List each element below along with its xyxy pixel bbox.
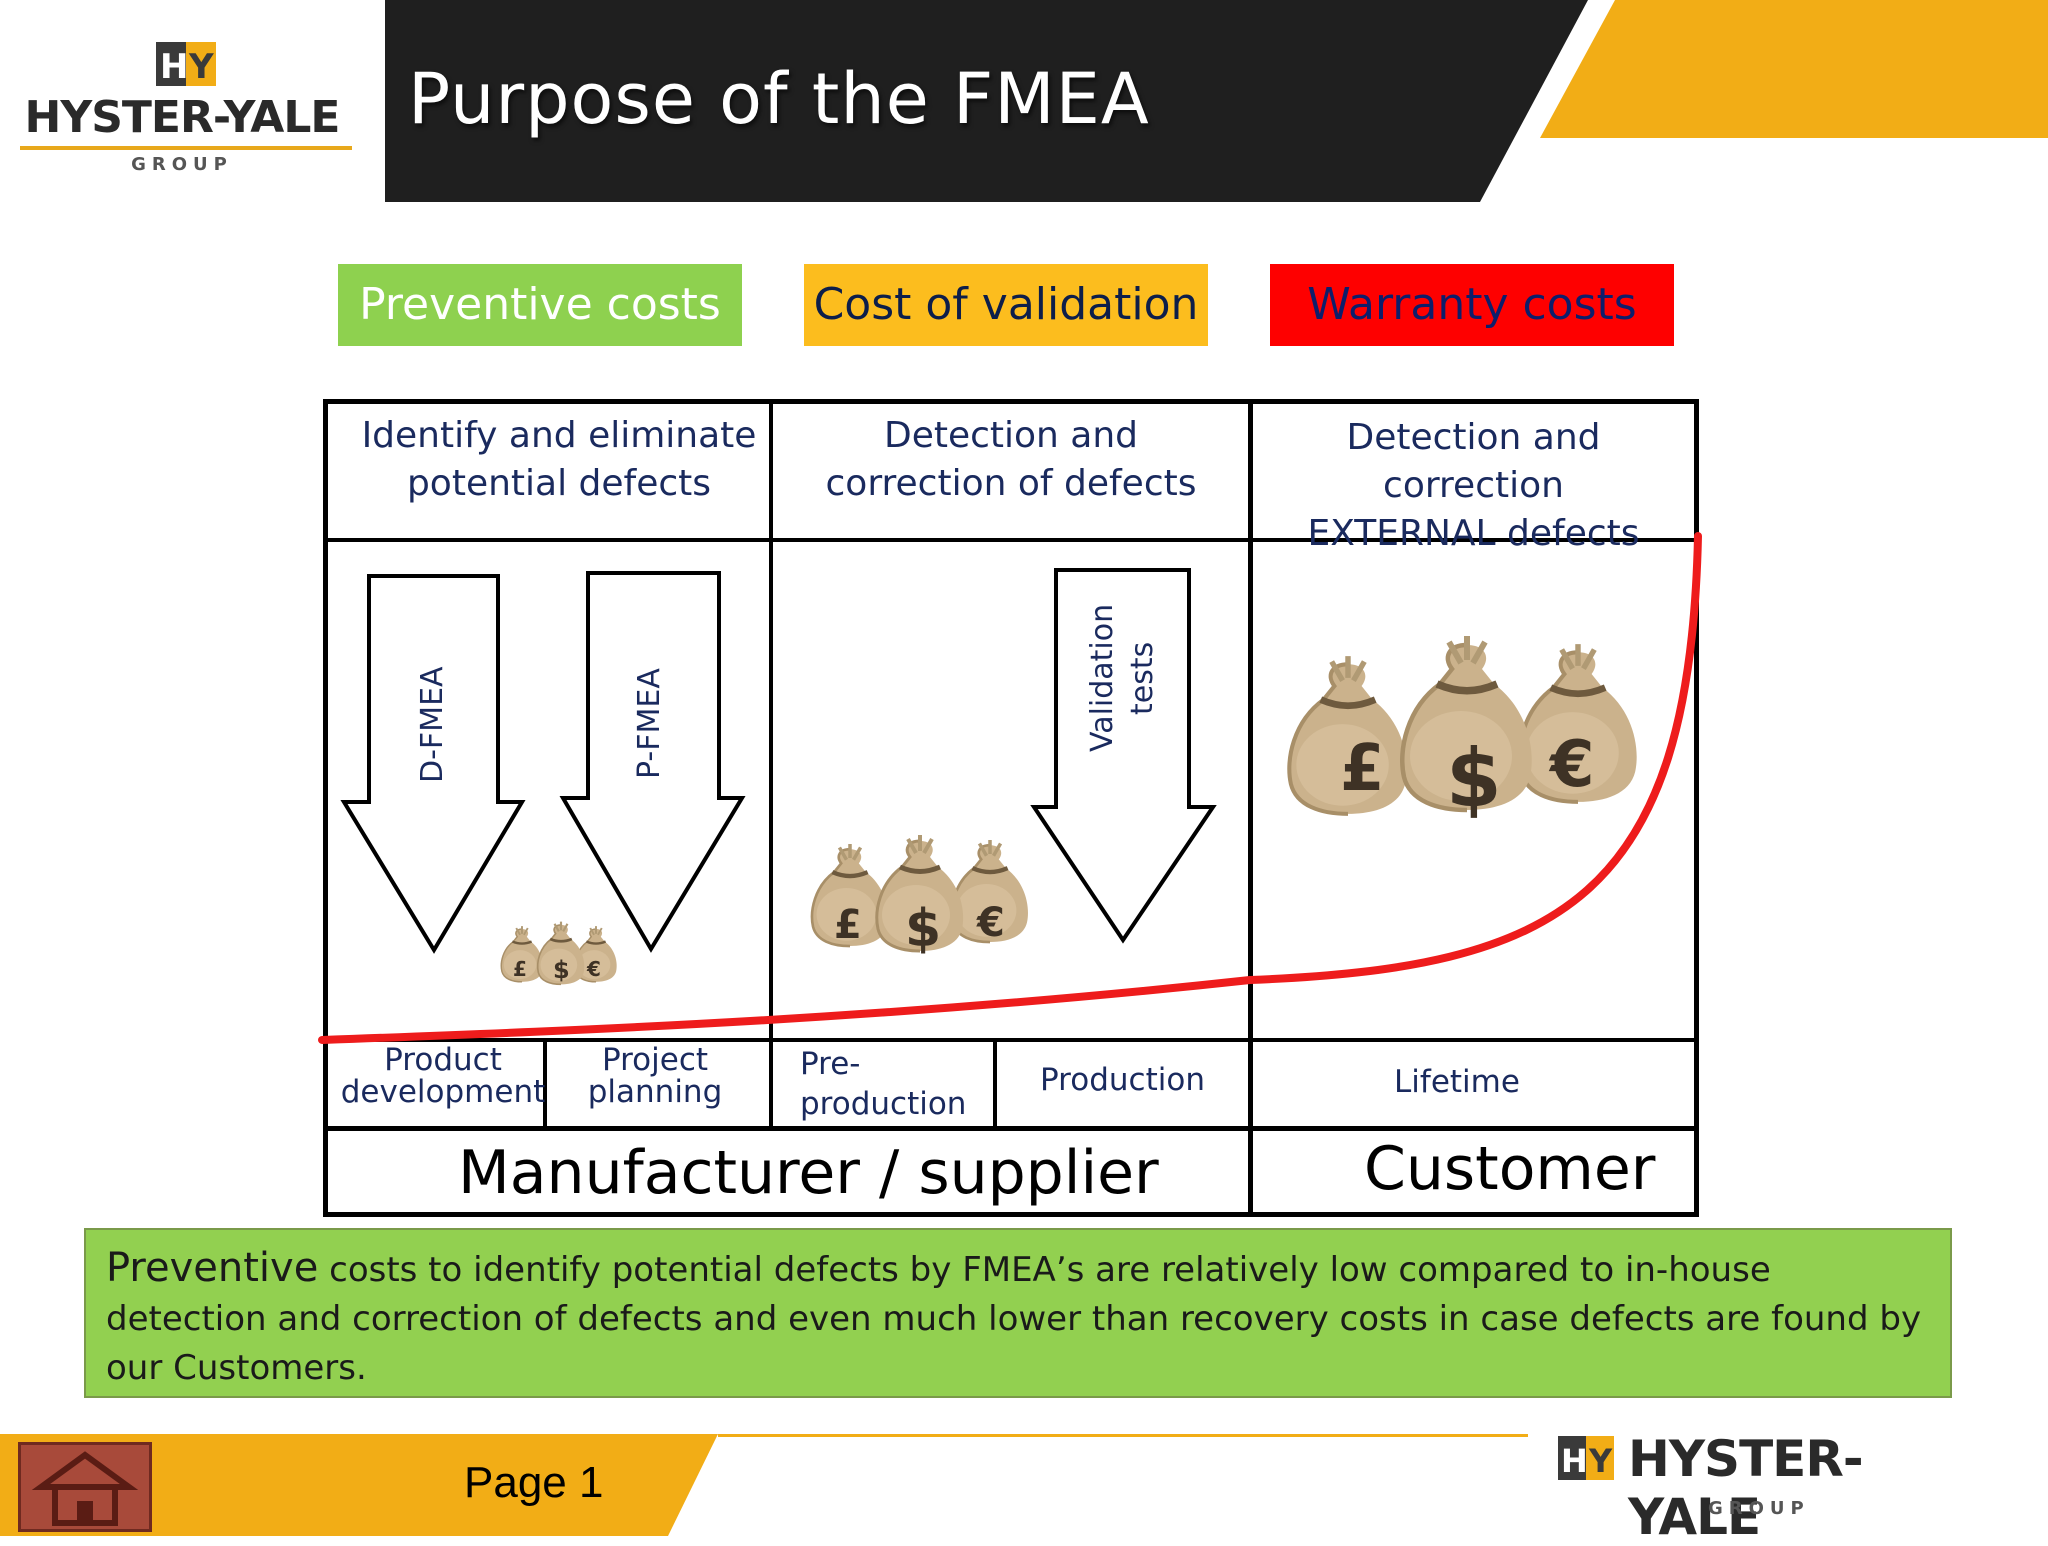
stakeholder-customer: Customer bbox=[1364, 1134, 1655, 1204]
phase-production: Production bbox=[997, 1064, 1248, 1096]
svg-text:$: $ bbox=[905, 899, 941, 959]
logo-group-text: GROUP bbox=[1708, 1498, 1810, 1519]
svg-text:Y: Y bbox=[1588, 1442, 1613, 1480]
summary-lead: Preventive bbox=[106, 1245, 318, 1291]
validation-arrow-icon bbox=[1034, 570, 1213, 940]
summary-text: costs to identify potential defects by F… bbox=[106, 1250, 1921, 1388]
stakeholder-manufacturer: Manufacturer / supplier bbox=[458, 1138, 1159, 1208]
d-fmea-label: D-FMEA bbox=[415, 666, 450, 783]
svg-text:$: $ bbox=[553, 956, 570, 984]
hyster-yale-logo-footer: H Y HYSTER-YALE GROUP bbox=[1556, 1424, 1966, 1524]
money-bags-medium-icon: £ $ € bbox=[812, 835, 1028, 959]
page-number: Page 1 bbox=[464, 1458, 603, 1508]
phase-pre-production: Pre- production bbox=[800, 1044, 990, 1124]
svg-text:€: € bbox=[976, 900, 1005, 946]
svg-text:H: H bbox=[1561, 1442, 1588, 1480]
svg-text:£: £ bbox=[513, 957, 527, 981]
summary-box: Preventive costs to identify potential d… bbox=[84, 1228, 1952, 1398]
home-button[interactable] bbox=[18, 1442, 152, 1532]
svg-text:€: € bbox=[1548, 728, 1595, 802]
svg-text:$: $ bbox=[1446, 732, 1502, 825]
house-icon bbox=[21, 1445, 149, 1529]
svg-text:£: £ bbox=[1340, 732, 1385, 806]
hy-badge-icon: H Y bbox=[1556, 1432, 1620, 1482]
validation-label-2: tests bbox=[1125, 642, 1160, 715]
money-bags-large-icon: £ $ € bbox=[1289, 636, 1636, 825]
phase-project-planning: Project planning bbox=[547, 1044, 763, 1108]
svg-text:£: £ bbox=[834, 902, 862, 948]
phase-lifetime: Lifetime bbox=[1253, 1066, 1661, 1098]
money-bags-small-icon: £ $ € bbox=[501, 922, 616, 985]
phase-product-development: Product development bbox=[330, 1044, 556, 1108]
p-fmea-label: P-FMEA bbox=[632, 668, 667, 779]
svg-text:€: € bbox=[586, 957, 601, 981]
logo-wordmark: HYSTER-YALE bbox=[1628, 1430, 1966, 1546]
validation-label-1: Validation bbox=[1085, 604, 1120, 752]
